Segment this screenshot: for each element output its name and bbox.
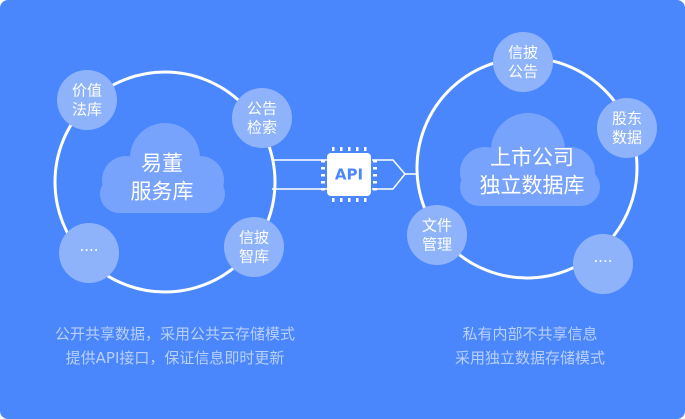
text: 文件 xyxy=(421,216,453,235)
chip-pin xyxy=(364,198,367,202)
text: 信披 xyxy=(507,43,539,62)
chip-pin xyxy=(373,181,377,184)
chip-pin xyxy=(332,147,335,151)
chip-pin xyxy=(356,198,359,202)
text: 智库 xyxy=(238,247,270,265)
text: 公开共享数据，采用公共云存储模式 xyxy=(54,325,296,343)
text: 价值 xyxy=(71,81,103,100)
text: 采用独立数据存储模式 xyxy=(454,349,606,367)
text: 独立数据库 xyxy=(479,174,585,198)
chip-pin xyxy=(321,188,325,191)
node-disclosure-lib: 信披智库 xyxy=(239,228,269,266)
chip-pin xyxy=(373,188,377,191)
chip-pin xyxy=(356,147,359,151)
chip-pin xyxy=(373,160,377,163)
text: 管理 xyxy=(421,235,453,253)
text: ···· xyxy=(79,241,99,260)
left-ring xyxy=(53,70,277,294)
node-announce-search: 公告检索 xyxy=(247,99,277,137)
chip-pin xyxy=(348,147,351,151)
text: 公告 xyxy=(246,99,278,118)
chip-pin xyxy=(373,167,377,170)
node-disclosure-announce: 信披公告 xyxy=(508,43,538,81)
text: 易董 xyxy=(141,151,183,176)
right-cloud-label: 上市公司独立数据库 xyxy=(480,144,585,201)
chip-pin xyxy=(348,198,351,202)
right-caption: 私有内部不共享信息采用独立数据存储模式 xyxy=(455,322,605,370)
chip-pin xyxy=(321,174,325,177)
node-more-right: ···· xyxy=(593,253,612,272)
chip-pin xyxy=(321,167,325,170)
chip-pin xyxy=(321,181,325,184)
text: 信披 xyxy=(238,228,270,247)
text: 数据 xyxy=(611,128,643,146)
node-value-law: 价值法库 xyxy=(72,81,102,119)
node-shareholder-data: 股东数据 xyxy=(612,109,642,147)
text: 私有内部不共享信息 xyxy=(462,325,598,343)
api-chip xyxy=(321,147,377,202)
chip-pin xyxy=(332,198,335,202)
text: 公告 xyxy=(507,62,539,80)
text: ···· xyxy=(593,252,613,271)
text: 上市公司 xyxy=(490,145,574,170)
text: 服务库 xyxy=(130,180,194,204)
chip-pin xyxy=(340,147,343,151)
node-circles xyxy=(57,32,657,294)
left-cloud-label: 易董服务库 xyxy=(131,150,194,207)
text: 提供API接口，保证信息即时更新 xyxy=(65,349,285,367)
node-file-mgmt: 文件管理 xyxy=(422,216,452,254)
api-label: API xyxy=(334,165,364,184)
text: 检索 xyxy=(246,118,278,136)
chip-pin xyxy=(340,198,343,202)
left-cloud-icon xyxy=(100,123,225,213)
text: 股东 xyxy=(611,109,643,128)
chip-pin xyxy=(373,174,377,177)
left-caption: 公开共享数据，采用公共云存储模式提供API接口，保证信息即时更新 xyxy=(55,322,295,370)
connector-lines xyxy=(272,159,418,190)
node-more-left: ···· xyxy=(79,242,98,261)
text: 法库 xyxy=(71,100,103,118)
chip-pin xyxy=(364,147,367,151)
chip-pin xyxy=(321,160,325,163)
right-cloud-icon xyxy=(460,113,600,206)
